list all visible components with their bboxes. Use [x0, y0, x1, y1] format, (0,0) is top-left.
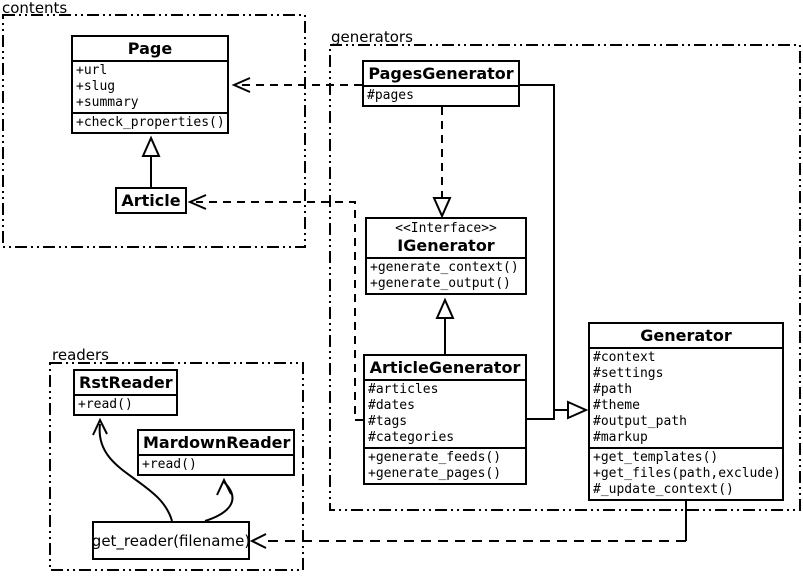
class-mardownreader-methods: +read()	[139, 454, 293, 474]
class-igenerator-title: <<Interface>> IGenerator	[367, 219, 525, 257]
class-page-title: Page	[127, 39, 173, 58]
package-generators-border	[329, 44, 801, 511]
class-rstreader: RstReader +read()	[73, 369, 178, 416]
package-generators-label: generators	[331, 28, 413, 46]
class-mardownreader-title: MardownReader	[143, 433, 291, 452]
edge-pagesgenerator-to-page	[231, 77, 362, 93]
class-pagesgenerator: PagesGenerator #pages	[362, 60, 520, 107]
class-rstreader-title: RstReader	[79, 373, 173, 392]
package-contents-border	[2, 14, 306, 248]
class-generator-methods: +get_templates() +get_files(path,exclude…	[590, 447, 782, 499]
package-readers-border	[49, 362, 304, 571]
class-igenerator-stereotype: <<Interface>>	[395, 221, 497, 236]
class-pagesgenerator-title: PagesGenerator	[368, 64, 514, 83]
class-page: Page +url +slug +summary +check_properti…	[71, 35, 229, 134]
function-get-reader-box: get_reader(filename)	[92, 521, 250, 560]
class-generator: Generator #context #settings #path #them…	[588, 322, 784, 501]
edge-pagesgenerator-to-igenerator	[432, 107, 452, 219]
class-page-attrs: +url +slug +summary	[73, 60, 227, 112]
class-generator-attrs: #context #settings #path #theme #output_…	[590, 347, 782, 447]
edge-getreader-to-rstreader	[92, 417, 173, 522]
package-readers-label: readers	[52, 346, 109, 364]
class-articlegenerator: ArticleGenerator #articles #dates #tags …	[363, 354, 527, 485]
edge-getreader-to-mardownreader	[204, 477, 234, 522]
class-rstreader-methods: +read()	[75, 394, 176, 414]
edge-article-to-page	[141, 135, 161, 188]
class-generator-title: Generator	[640, 326, 732, 345]
edge-articlegenerator-to-igenerator	[435, 297, 455, 354]
class-articlegenerator-methods: +generate_feeds() +generate_pages()	[365, 447, 525, 483]
class-article: Article	[115, 187, 187, 214]
edge-articlegenerator-to-article	[187, 194, 363, 421]
package-contents-label: contents	[2, 0, 68, 17]
class-article-title: Article	[121, 191, 181, 210]
edge-generators-to-generator	[520, 84, 589, 420]
edge-generator-to-getreader	[249, 500, 687, 549]
class-igenerator: <<Interface>> IGenerator +generate_conte…	[365, 217, 527, 295]
class-articlegenerator-title: ArticleGenerator	[369, 358, 521, 377]
class-articlegenerator-attrs: #articles #dates #tags #categories	[365, 379, 525, 447]
class-page-methods: +check_properties()	[73, 112, 227, 132]
class-mardownreader: MardownReader +read()	[137, 429, 295, 476]
class-pagesgenerator-attrs: #pages	[364, 85, 518, 105]
class-igenerator-methods: +generate_context() +generate_output()	[367, 257, 525, 293]
